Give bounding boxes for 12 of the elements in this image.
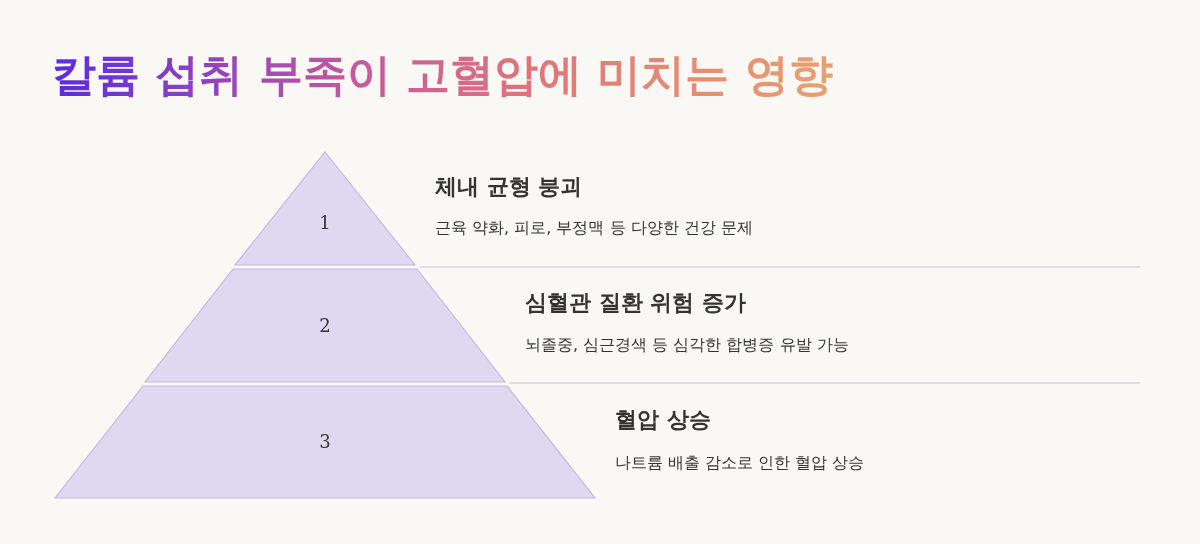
tier-description: 나트륨 배출 감소로 인한 혈압 상승 bbox=[615, 453, 865, 474]
tier-heading: 체내 균형 붕괴 bbox=[435, 173, 583, 201]
pyramid-tier bbox=[234, 151, 416, 266]
pyramid-tier bbox=[54, 385, 596, 499]
tier-description: 근육 약화, 피로, 부정맥 등 다양한 건강 문제 bbox=[435, 218, 753, 239]
tier-number: 3 bbox=[319, 430, 331, 452]
tier-heading: 혈압 상승 bbox=[615, 406, 711, 434]
pyramid-tier bbox=[144, 268, 506, 383]
tier-number: 1 bbox=[319, 211, 331, 233]
tier-description: 뇌졸중, 심근경색 등 심각한 합병증 유발 가능 bbox=[525, 335, 849, 356]
tier-heading: 심혈관 질환 위험 증가 bbox=[525, 289, 746, 317]
tier-number: 2 bbox=[319, 314, 331, 336]
